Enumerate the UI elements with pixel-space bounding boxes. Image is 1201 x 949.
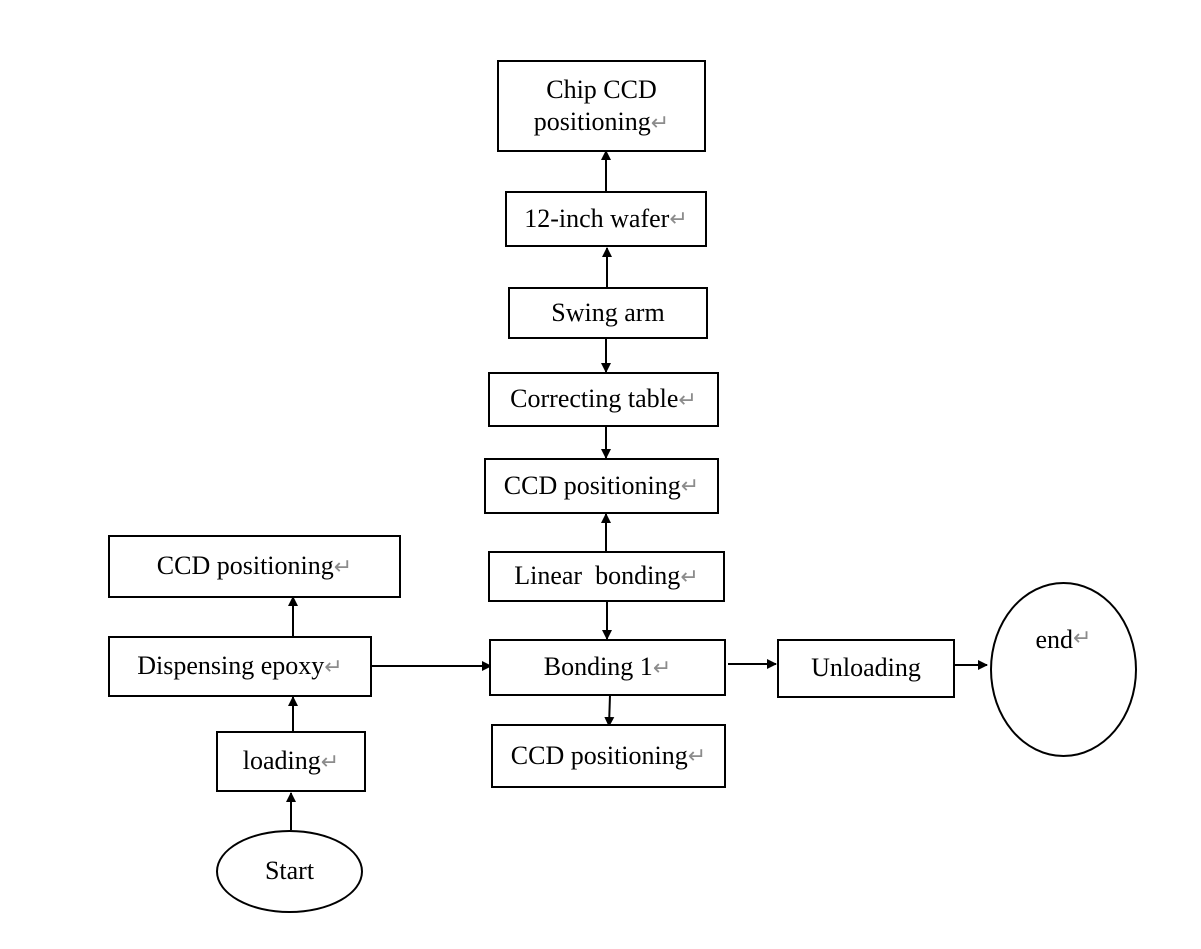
- linear-bonding-label: Linear bonding: [514, 561, 681, 591]
- dispensing-label: Dispensing epoxy: [137, 651, 325, 681]
- start-ellipse: Start: [216, 830, 363, 913]
- unloading-box: Unloading: [777, 639, 955, 698]
- wafer-label: 12-inch wafer: [524, 203, 670, 233]
- chip-ccd-line1: Chip CCD: [546, 74, 657, 104]
- linear-bonding-box: Linear bonding↵: [488, 551, 725, 602]
- paragraph-mark: ↵: [678, 386, 697, 412]
- start-label: Start: [264, 856, 315, 886]
- ccd-positioning-bottom-box: CCD positioning↵: [491, 724, 726, 788]
- paragraph-mark: ↵: [650, 110, 670, 135]
- paragraph-mark: ↵: [1073, 625, 1092, 650]
- loading-box: loading↵: [216, 731, 366, 792]
- paragraph-mark: ↵: [669, 206, 688, 232]
- paragraph-mark: ↵: [680, 563, 699, 589]
- bonding1-label: Bonding 1: [543, 652, 653, 682]
- chip-ccd-line2: positioning: [533, 107, 651, 136]
- unloading-label: Unloading: [811, 653, 921, 683]
- paragraph-mark: ↵: [687, 743, 707, 769]
- paragraph-mark: ↵: [320, 748, 340, 774]
- ccd-positioning-left-box: CCD positioning↵: [108, 535, 401, 598]
- wafer-box: 12-inch wafer↵: [505, 191, 707, 247]
- paragraph-mark: ↵: [324, 653, 343, 679]
- chip-ccd-positioning-box: Chip CCD positioning↵: [497, 60, 706, 152]
- arrow-bonding1-to-ccd-bottom: [604, 694, 615, 727]
- ccd-positioning-mid-box: CCD positioning↵: [484, 458, 719, 514]
- bonding1-box: Bonding 1↵: [489, 639, 726, 696]
- correcting-table-label: Correcting table: [510, 384, 679, 414]
- swing-arm-box: Swing arm: [508, 287, 708, 339]
- paragraph-mark: ↵: [652, 654, 672, 680]
- paragraph-mark: ↵: [333, 553, 353, 579]
- swing-arm-label: Swing arm: [551, 297, 665, 327]
- ccd-mid-label: CCD positioning: [503, 470, 681, 500]
- end-ellipse: end↵: [990, 582, 1137, 757]
- ccd-left-label: CCD positioning: [156, 551, 334, 581]
- loading-label: loading: [242, 746, 321, 776]
- dispensing-epoxy-box: Dispensing epoxy↵: [108, 636, 372, 697]
- ccd-bottom-label: CCD positioning: [510, 740, 688, 770]
- correcting-table-box: Correcting table↵: [488, 372, 719, 427]
- paragraph-mark: ↵: [680, 473, 700, 499]
- end-label: end: [1035, 625, 1074, 654]
